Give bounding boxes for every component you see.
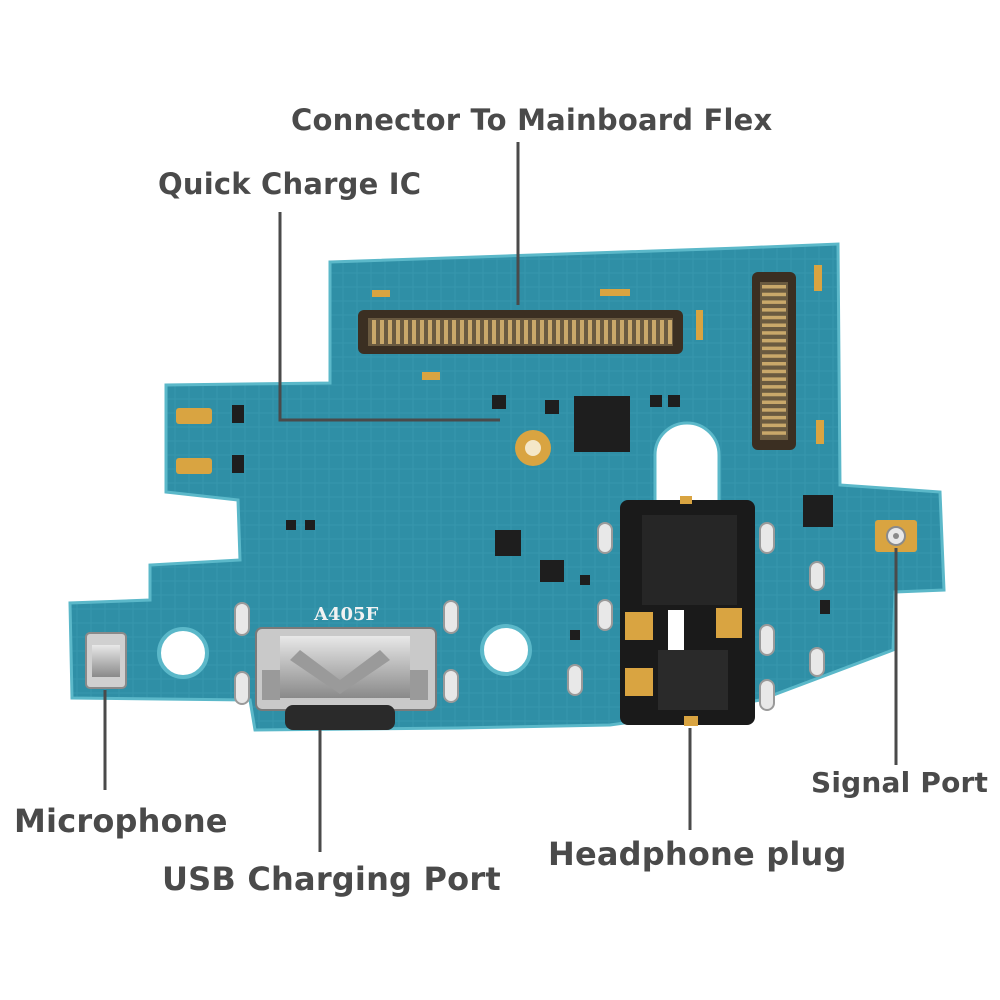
small-chip: [495, 530, 521, 556]
microphone-component: [85, 632, 127, 689]
signal-port-component: [875, 520, 917, 552]
connector-pin: [612, 320, 616, 344]
connector-pin: [444, 320, 448, 344]
connector-pin: [762, 377, 786, 381]
label-microphone: Microphone: [14, 802, 228, 840]
connector-pin: [404, 320, 408, 344]
connector-pin: [540, 320, 544, 344]
connector-pin: [762, 392, 786, 397]
connector-pin: [644, 320, 648, 344]
connector-pin: [468, 320, 472, 344]
connector-pin: [532, 320, 536, 344]
connector-pin: [762, 323, 786, 327]
connector-pin: [380, 320, 384, 344]
connector-pin: [588, 320, 592, 344]
usb-charging-port: [255, 627, 437, 730]
connector-pin: [762, 292, 786, 297]
connector-pin: [762, 308, 786, 312]
connector-pin: [556, 320, 560, 344]
connector-pin: [620, 320, 624, 344]
smd-components: [232, 395, 830, 640]
connector-pin: [412, 320, 416, 344]
connector-pin: [372, 320, 376, 344]
connector-pin: [460, 320, 464, 344]
connector-pin: [596, 320, 600, 344]
vertical-flex-connector: [752, 272, 796, 450]
connector-pin: [436, 320, 440, 344]
connector-pin: [762, 415, 786, 420]
connector-pin: [762, 285, 786, 289]
small-chip: [540, 560, 564, 582]
label-quick-charge-ic: Quick Charge IC: [158, 167, 422, 201]
gold-pads: [176, 265, 824, 474]
connector-pin: [652, 320, 656, 344]
connector-pin: [762, 408, 786, 412]
small-chip: [803, 495, 833, 527]
connector-pin: [508, 320, 512, 344]
leader-line-quick-charge: [278, 212, 500, 422]
mainboard-flex-connector: [358, 310, 683, 354]
mounting-hole: [157, 627, 209, 679]
contact-pads: [234, 522, 825, 711]
label-usb-port: USB Charging Port: [162, 860, 501, 898]
connector-pin: [484, 320, 488, 344]
board-model-marking: A405F: [313, 604, 379, 625]
connector-pin: [762, 362, 786, 366]
connector-pin: [452, 320, 456, 344]
connector-pin: [628, 320, 632, 344]
connector-pin: [476, 320, 480, 344]
connector-pin: [762, 385, 786, 389]
label-connector-flex: Connector To Mainboard Flex: [291, 103, 773, 137]
headphone-jack: [620, 496, 755, 726]
connector-pin: [572, 320, 576, 344]
connector-pin: [762, 369, 786, 374]
connector-pin: [636, 320, 640, 344]
connector-pin: [762, 400, 786, 404]
connector-pin: [604, 320, 608, 344]
connector-pin: [762, 300, 786, 304]
board-cutout: [653, 421, 721, 522]
connector-pin: [396, 320, 400, 344]
label-headphone-plug: Headphone plug: [548, 835, 847, 873]
connector-pin: [668, 320, 672, 344]
connector-pin: [762, 423, 786, 428]
connector-pin: [516, 320, 520, 344]
connector-pin: [388, 320, 392, 344]
connector-pin: [762, 315, 786, 320]
connector-pin: [580, 320, 584, 344]
connector-pin: [762, 354, 786, 358]
connector-pin: [564, 320, 568, 344]
connector-pin: [660, 320, 664, 344]
connector-pin: [762, 431, 786, 435]
connector-pin: [492, 320, 496, 344]
label-signal-port: Signal Port: [811, 766, 989, 799]
connector-pin: [500, 320, 504, 344]
connector-pin: [428, 320, 432, 344]
quick-charge-ic-chip: [574, 396, 630, 452]
connector-pin: [524, 320, 528, 344]
connector-pin: [762, 338, 786, 343]
connector-pin: [548, 320, 552, 344]
connector-pin: [762, 346, 786, 351]
leader-lines: [103, 142, 898, 852]
mounting-hole: [480, 624, 532, 676]
connector-pin: [420, 320, 424, 344]
connector-pin: [762, 331, 786, 335]
